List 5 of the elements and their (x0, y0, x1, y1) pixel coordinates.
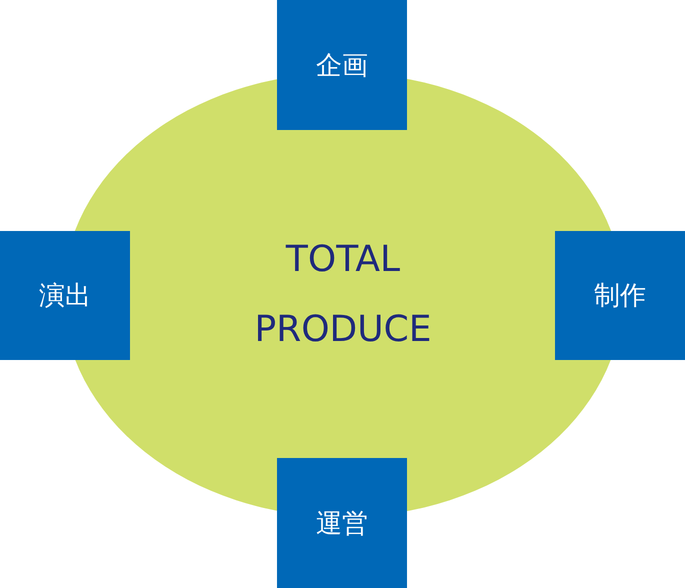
center-title: TOTAL PRODUCE (253, 238, 432, 352)
label-box: 企画 (277, 0, 407, 130)
label-box: 運営 (277, 458, 407, 588)
label-box: 制作 (555, 231, 685, 360)
label-box: 演出 (0, 231, 130, 360)
